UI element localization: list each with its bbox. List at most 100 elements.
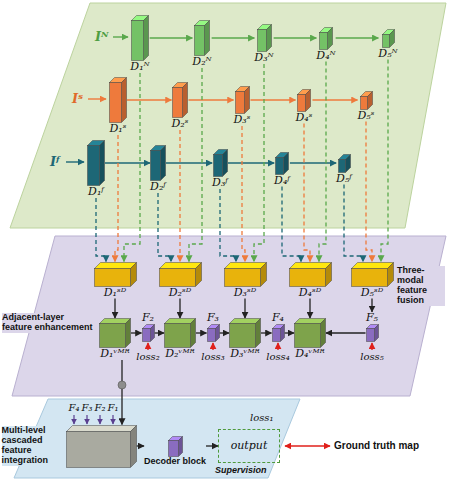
block-front <box>298 94 306 111</box>
block-side <box>256 319 261 348</box>
annotation-label: loss₂ <box>132 352 164 362</box>
integration-block: Multi-level cascaded feature integration <box>2 425 137 468</box>
fusion-block: D₁ˢᴰ <box>94 262 137 299</box>
node-label: D₂ᴺ <box>192 56 211 68</box>
flow-arrow <box>155 332 165 333</box>
node-label: output <box>231 440 268 452</box>
node-label: D₄ᵛᴹᴿ <box>295 348 325 360</box>
flow-arrow <box>150 37 193 38</box>
annotation-label: F₁ <box>107 403 119 413</box>
block-side <box>183 83 188 118</box>
annotation-label: loss₃ <box>197 352 229 362</box>
node-label: D₃ᴺ <box>254 52 273 64</box>
block-front <box>360 96 367 109</box>
block-shape <box>150 145 166 181</box>
block-top <box>224 262 266 268</box>
annotation-label: Adjacent-layer feature enhancement <box>2 313 94 333</box>
encoder-block: D₄ᴺ <box>316 27 335 62</box>
fusion-block: D₄ˢᴰ <box>289 262 332 299</box>
block-front <box>272 329 280 342</box>
input-arrow <box>66 161 84 162</box>
block-side <box>374 325 378 342</box>
block-shape <box>99 318 131 348</box>
block-side <box>260 262 266 286</box>
node-label: D₂ˢ <box>172 118 189 130</box>
flow-arrow <box>304 124 310 262</box>
block-side <box>178 436 182 456</box>
block-top <box>351 262 393 268</box>
block-shape <box>207 324 220 342</box>
feature-input-arrow <box>99 415 100 424</box>
block-side <box>215 325 219 342</box>
encoder-block: D₄ᶠ <box>274 152 290 187</box>
block-shape <box>194 20 210 56</box>
annotation-label: loss₅ <box>356 352 388 362</box>
block-front <box>224 268 260 286</box>
flow-arrow <box>366 122 372 262</box>
block-shape <box>257 24 272 52</box>
block-shape <box>297 89 311 112</box>
block-side <box>122 78 127 123</box>
block-shape <box>66 425 137 468</box>
flow-arrow <box>254 64 264 261</box>
encoder-block: D₃ˢ <box>234 86 251 126</box>
block-top <box>230 319 261 324</box>
block-shape <box>159 262 202 287</box>
flow-arrow <box>336 37 379 38</box>
block-shape <box>213 149 228 177</box>
encoder-block: D₃ᶠ <box>212 149 228 189</box>
block-front <box>159 268 195 286</box>
flow-arrow <box>326 332 366 333</box>
block-side <box>387 262 393 286</box>
flow-arrow <box>179 299 180 318</box>
block-front <box>276 157 284 174</box>
block-top <box>295 319 326 324</box>
block-shape <box>366 324 379 342</box>
flow-arrow <box>131 332 142 333</box>
flow-arrow <box>282 187 301 262</box>
block-front <box>213 155 222 177</box>
block-front <box>235 92 244 114</box>
block-side <box>280 325 284 342</box>
block-shape <box>360 91 373 110</box>
flow-arrow <box>381 60 388 262</box>
block-top <box>66 425 136 431</box>
encoder-block: D₅ˢ <box>358 91 375 122</box>
block-top <box>94 262 136 268</box>
annotation-label: F₄ <box>68 403 80 413</box>
block-shape <box>172 82 188 118</box>
block-side <box>306 89 311 111</box>
block-front <box>257 30 266 52</box>
block-shape <box>351 262 394 287</box>
loss-arrow <box>147 343 148 350</box>
feature-input-arrow <box>86 415 87 424</box>
block-front <box>320 32 328 49</box>
node-label: F₄ <box>272 312 284 324</box>
node-label: D₃ˢ <box>234 114 251 126</box>
node-label: D₂ᵛᴹᴿ <box>165 348 195 360</box>
block-shape <box>289 262 332 287</box>
flow-arrow <box>127 99 172 100</box>
block-front <box>173 88 183 118</box>
block-shape <box>338 154 351 173</box>
flow-arrow <box>206 445 218 446</box>
block-front <box>151 151 161 181</box>
block-side <box>325 262 331 286</box>
flow-arrow <box>179 130 180 261</box>
block-shape <box>109 77 127 123</box>
node-label: F₂ <box>142 312 154 324</box>
encoder-block: D₁ᶠ <box>87 140 105 198</box>
input-label: Iᶠ <box>50 155 60 168</box>
flow-arrow <box>371 299 372 312</box>
block-front <box>207 329 215 342</box>
block-shape <box>164 318 196 348</box>
block-front <box>132 21 144 61</box>
encoder-block: D₁ˢ <box>109 77 127 135</box>
block-front <box>66 431 130 467</box>
input-arrow <box>88 98 106 99</box>
block-side <box>328 27 333 49</box>
block-side <box>195 262 201 286</box>
input-label: Iᴺ <box>95 30 109 43</box>
block-top <box>289 262 331 268</box>
fusion-block: D₅ˢᴰ <box>351 262 394 299</box>
